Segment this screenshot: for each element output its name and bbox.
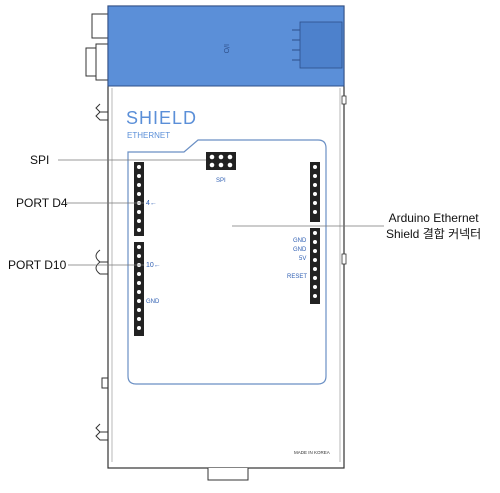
spi-board-label: SPI — [216, 178, 226, 184]
port-d10-callout: PORT D10 — [8, 258, 67, 272]
d4-marker-label: 4← — [146, 200, 157, 207]
callout-lines — [58, 159, 384, 266]
right-header-lower — [310, 228, 320, 304]
shield-board-outline — [127, 139, 327, 385]
spi-header — [206, 152, 236, 170]
made-in-korea-label: MADE IN KOREA — [294, 450, 330, 455]
gnd-right-label-2: GND — [293, 247, 307, 253]
left-side-clips — [85, 13, 111, 81]
5v-label: 5V — [299, 256, 306, 262]
reset-label: RESET — [287, 274, 307, 280]
connector-callout-line2: Shield 결합 커넥터 — [386, 227, 482, 241]
connector-callout-line1: Arduino Ethernet — [388, 211, 479, 225]
svg-text:I/O: I/O — [222, 44, 229, 54]
right-header-upper — [310, 162, 320, 222]
left-header-upper — [134, 162, 144, 236]
spi-callout: SPI — [30, 153, 50, 167]
device-subtitle: ETHERNET — [127, 131, 170, 140]
gnd-right-label-1: GND — [293, 238, 307, 244]
bottom-clip — [207, 468, 249, 481]
d10-marker-label: 10← — [146, 262, 161, 269]
gnd-left-label: GND — [146, 299, 160, 305]
connector-callout: Arduino Ethernet Shield 결합 커넥터 — [386, 210, 481, 242]
left-header-lower — [134, 242, 144, 336]
port-d4-callout: PORT D4 — [16, 196, 68, 210]
device-title: SHIELD — [126, 108, 197, 128]
din-clip-marks — [95, 103, 109, 441]
